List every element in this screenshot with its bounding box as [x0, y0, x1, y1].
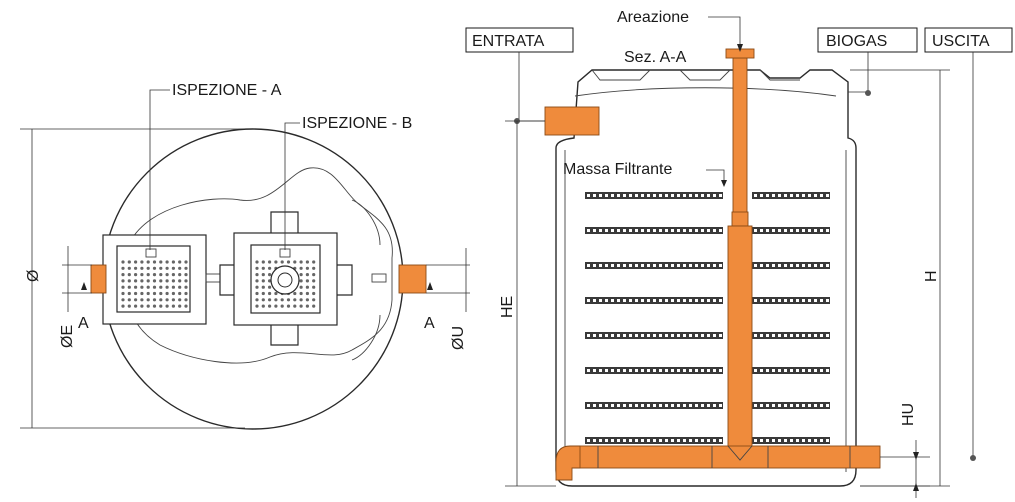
tank-wall-inner	[564, 150, 847, 472]
connector-pipe	[205, 273, 221, 283]
outlet-height-label: HU	[900, 403, 917, 426]
biogas-label-box	[817, 27, 918, 53]
inlet-pipe-plan	[90, 264, 107, 294]
aeration-label: Areazione	[617, 9, 689, 26]
inlet-label: ENTRATA	[472, 33, 545, 50]
bottom-manifold	[569, 445, 881, 469]
height-label: H	[923, 270, 940, 282]
inlet-label-box	[465, 27, 574, 53]
inspection-a-grid	[116, 245, 191, 313]
central-pipe-inner	[277, 272, 293, 288]
section-title: Sez. A-A	[624, 49, 687, 66]
pipe-coupling	[731, 211, 749, 227]
filter-media	[585, 192, 830, 444]
manifold-tee	[727, 445, 753, 461]
inlet-height-label: HE	[499, 296, 516, 318]
diameter-label: Ø	[25, 270, 42, 282]
section-mark-right: A	[424, 315, 435, 332]
filter-media-label: Massa Filtrante	[563, 161, 672, 178]
inlet-diameter-label: ØE	[59, 325, 76, 348]
central-pipe-lower	[727, 225, 753, 457]
lid-ribs	[591, 69, 800, 81]
inner-curve-right	[351, 199, 381, 246]
outlet-diameter-label: ØU	[450, 326, 467, 350]
inspection-b-grid	[250, 244, 321, 314]
tank-inner-contour	[125, 167, 393, 364]
section-view: ENTRATA Areazione Sez. A-A BIOGAS USCITA…	[465, 9, 1013, 498]
outlet-label: USCITA	[932, 33, 990, 50]
outlet-pipe-plan	[398, 264, 427, 294]
tank-section-outline	[555, 69, 857, 487]
inspection-b-label: ISPEZIONE - B	[302, 115, 412, 132]
aeration-pipe	[732, 57, 748, 219]
inner-curve-right-lower	[351, 314, 381, 361]
manifold-elbow	[555, 445, 581, 481]
inspection-a-handle	[145, 248, 157, 258]
inspection-a-holes	[121, 260, 188, 308]
outlet-fitting	[371, 273, 387, 283]
plan-view: Ø ØE A	[20, 82, 470, 430]
biogas-label: BIOGAS	[826, 33, 887, 50]
dome-curve	[574, 87, 837, 97]
inspection-a-label: ISPEZIONE - A	[172, 82, 282, 99]
inlet-pipe-section	[544, 106, 600, 136]
section-mark-left: A	[78, 315, 89, 332]
outlet-label-box	[924, 27, 1013, 53]
